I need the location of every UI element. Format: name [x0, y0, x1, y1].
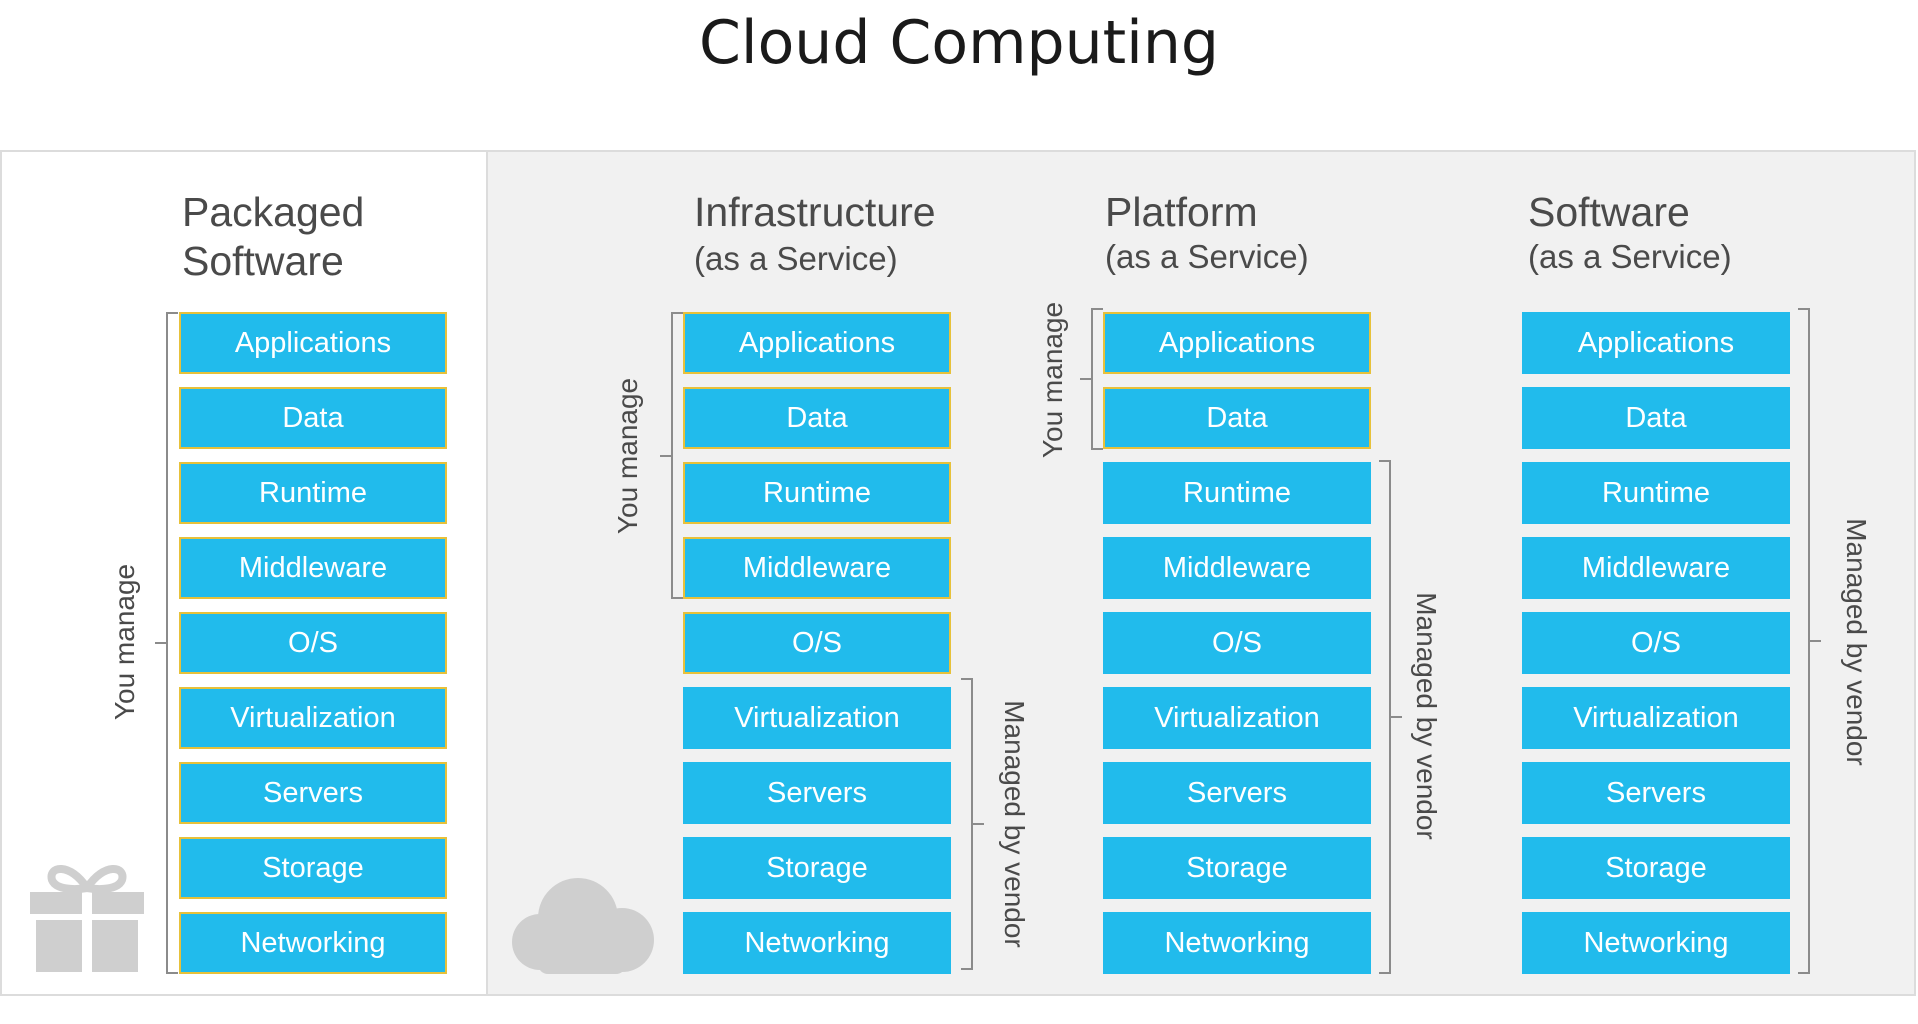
iaas-vendor-label: Managed by vendor [999, 700, 1030, 948]
saas-vendor-label: Managed by vendor [1841, 518, 1872, 766]
paas-vendor-bracket [1379, 460, 1391, 974]
saas-title: Software [1528, 189, 1690, 235]
layer-virtualization: Virtualization [1522, 687, 1790, 749]
layer-servers: Servers [179, 762, 447, 824]
layer-middleware: Middleware [1522, 537, 1790, 599]
layer-data: Data [683, 387, 951, 449]
layer-data: Data [179, 387, 447, 449]
layer-data: Data [1103, 387, 1371, 449]
layer-middleware: Middleware [1103, 537, 1371, 599]
bracket-tick [660, 455, 671, 457]
iaas-you-manage-label: You manage [612, 377, 643, 535]
layer-os: O/S [1522, 612, 1790, 674]
layer-storage: Storage [1522, 837, 1790, 899]
layer-virtualization: Virtualization [179, 687, 447, 749]
layer-storage: Storage [179, 837, 447, 899]
bracket-tick [1080, 378, 1091, 380]
layer-data: Data [1522, 387, 1790, 449]
layer-runtime: Runtime [179, 462, 447, 524]
packaged-title-line1: Packaged [182, 189, 365, 235]
saas-subtitle: (as a Service) [1528, 238, 1732, 275]
paas-subtitle: (as a Service) [1105, 238, 1309, 275]
cloud-icon [512, 878, 654, 974]
gift-icon [30, 865, 144, 972]
layer-os: O/S [683, 612, 951, 674]
layer-networking: Networking [179, 912, 447, 974]
layer-networking: Networking [1522, 912, 1790, 974]
layer-applications: Applications [179, 312, 447, 374]
packaged-software-title: Packaged Software [182, 188, 364, 286]
layer-os: O/S [1103, 612, 1371, 674]
bracket-tick [1391, 716, 1402, 718]
layer-applications: Applications [683, 312, 951, 374]
iaas-subtitle: (as a Service) [694, 240, 898, 277]
packaged-you-manage-label: You manage [109, 563, 140, 721]
bracket-tick [1810, 640, 1821, 642]
layer-middleware: Middleware [179, 537, 447, 599]
iaas-you-manage-bracket [671, 312, 683, 599]
layer-applications: Applications [1103, 312, 1371, 374]
layer-servers: Servers [683, 762, 951, 824]
paas-title: Platform [1105, 189, 1258, 235]
page-title: Cloud Computing [699, 8, 1219, 78]
layer-runtime: Runtime [683, 462, 951, 524]
iaas-title: Infrastructure [694, 189, 936, 235]
layer-networking: Networking [683, 912, 951, 974]
layer-servers: Servers [1522, 762, 1790, 824]
layer-os: O/S [179, 612, 447, 674]
layer-storage: Storage [683, 837, 951, 899]
paas-you-manage-label: You manage [1037, 301, 1068, 459]
layer-networking: Networking [1103, 912, 1371, 974]
layer-virtualization: Virtualization [1103, 687, 1371, 749]
saas-vendor-bracket [1798, 308, 1810, 974]
paas-vendor-label: Managed by vendor [1411, 592, 1442, 840]
iaas-vendor-bracket [961, 678, 973, 970]
layer-middleware: Middleware [683, 537, 951, 599]
layer-runtime: Runtime [1522, 462, 1790, 524]
layer-storage: Storage [1103, 837, 1371, 899]
layer-virtualization: Virtualization [683, 687, 951, 749]
bracket-tick [973, 823, 984, 825]
bracket-tick [155, 642, 166, 644]
packaged-you-manage-bracket [166, 312, 178, 974]
layer-runtime: Runtime [1103, 462, 1371, 524]
layer-servers: Servers [1103, 762, 1371, 824]
paas-you-manage-bracket [1091, 308, 1103, 450]
layer-applications: Applications [1522, 312, 1790, 374]
packaged-title-line2: Software [182, 238, 344, 284]
